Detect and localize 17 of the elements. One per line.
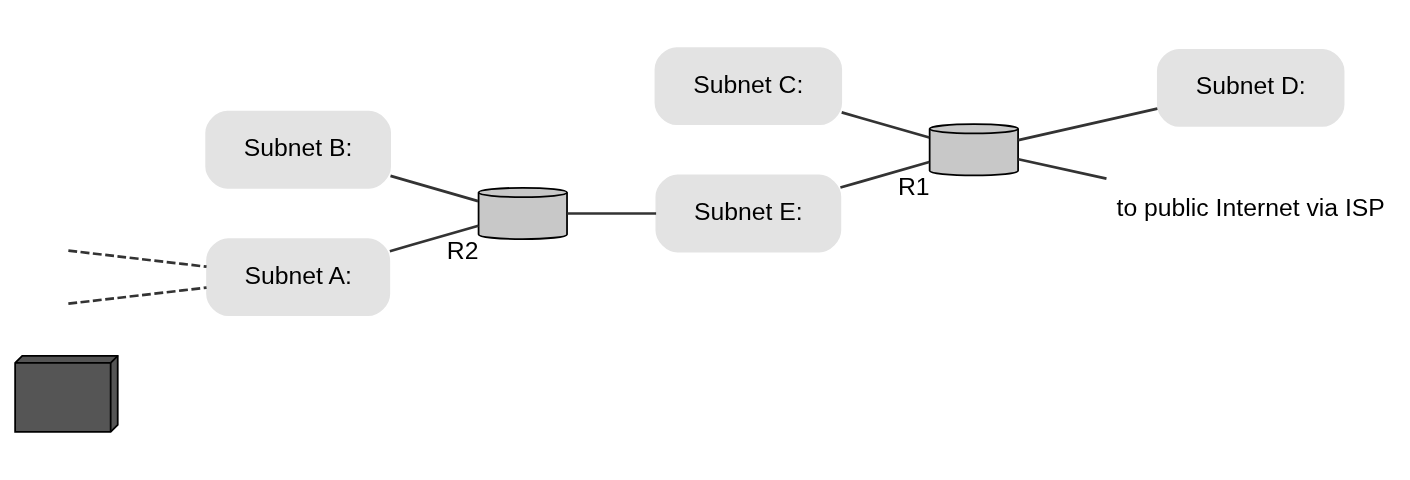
node-text: to public Internet via ISP xyxy=(1116,194,1385,222)
node-box: Subnet A: xyxy=(206,238,391,317)
node-label: R2 xyxy=(446,236,479,264)
node-box: Subnet D: xyxy=(1156,48,1345,127)
connector xyxy=(840,160,930,189)
connector xyxy=(68,249,207,268)
node-label: R1 xyxy=(897,173,930,201)
connector xyxy=(389,224,479,253)
node-box: Subnet E: xyxy=(655,174,842,253)
node-box: Subnet B: xyxy=(205,110,392,189)
connector xyxy=(567,212,657,215)
connector xyxy=(1018,157,1107,180)
connector xyxy=(841,111,930,139)
connector xyxy=(390,174,479,203)
connector xyxy=(1018,107,1158,142)
connector xyxy=(68,286,207,305)
node-box: Subnet C: xyxy=(654,47,843,126)
